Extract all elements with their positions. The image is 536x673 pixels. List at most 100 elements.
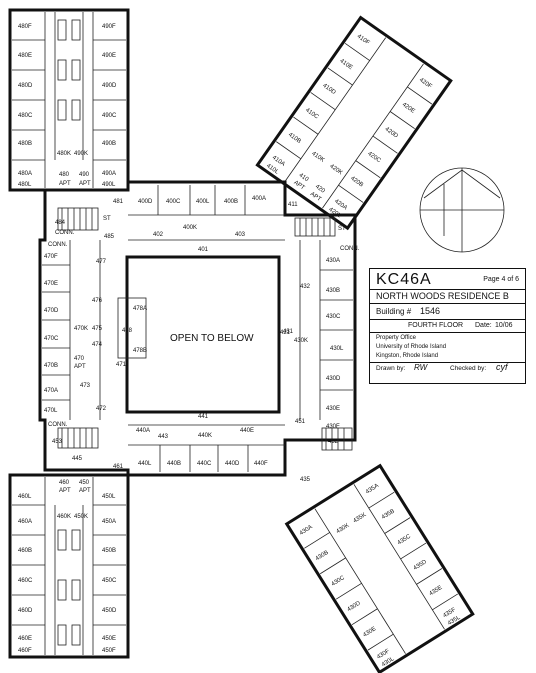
room-label: 481 xyxy=(113,199,124,205)
room-label: CONN. xyxy=(48,242,68,248)
room-label: 450A xyxy=(102,519,116,525)
room-label: 410K xyxy=(310,151,325,164)
room-label: 474 xyxy=(92,342,103,348)
room-label: 490L xyxy=(102,182,116,188)
room-label: 453 xyxy=(52,439,63,445)
title-block: KC46A Page 4 of 6 NORTH WOODS RESIDENCE … xyxy=(369,268,526,384)
room-label: 452 xyxy=(328,439,339,445)
room-label: 420E xyxy=(401,102,416,115)
room-label: 430E xyxy=(362,626,377,639)
room-label: CONN. xyxy=(55,230,75,236)
room-label: 484 xyxy=(55,220,66,226)
room-label: 490 xyxy=(79,172,90,178)
page-number: Page 4 of 6 xyxy=(483,276,519,283)
room-label: 430K xyxy=(294,338,308,344)
room-label: 443 xyxy=(158,434,169,440)
ne-wing: 410F 410E 410D 410C 410B 410A 410L 420F … xyxy=(255,15,453,231)
checked-by: cyf xyxy=(496,362,508,372)
room-label: 460D xyxy=(18,608,33,614)
room-label: 470K xyxy=(74,326,88,332)
room-label: 430C xyxy=(326,314,341,320)
room-label: 440C xyxy=(197,461,212,467)
room-label: 435C xyxy=(397,533,413,546)
room-label: 470L xyxy=(44,408,58,414)
room-label: 490B xyxy=(102,141,116,147)
room-label: 461 xyxy=(113,464,124,470)
room-label: 480K xyxy=(57,151,71,157)
nw-wing: 480F 480E 480D 480C 480B 480A 480L 490F … xyxy=(8,8,130,192)
room-label: 450D xyxy=(102,608,117,614)
room-label: 470D xyxy=(44,308,59,314)
room-label: 450B xyxy=(102,548,116,554)
room-label: 441 xyxy=(198,414,209,420)
room-label: 430L xyxy=(330,346,344,352)
room-label: APT xyxy=(59,488,71,494)
stair-nw xyxy=(57,207,99,231)
room-label: 430F xyxy=(326,424,340,430)
room-label: 470B xyxy=(44,363,58,369)
room-label: 440A xyxy=(136,428,150,434)
room-label: 431 xyxy=(283,329,294,335)
room-label: 400C xyxy=(166,199,181,205)
room-label: 450K xyxy=(74,514,88,520)
building-number-label: Building # xyxy=(376,307,412,316)
room-label: 440K xyxy=(198,433,212,439)
room-label: 440L xyxy=(138,461,152,467)
room-label: 435 xyxy=(300,477,311,483)
room-label: 480B xyxy=(18,141,32,147)
date-label: Date: xyxy=(475,322,492,329)
room-label: 450L xyxy=(102,494,116,500)
room-label: 472 xyxy=(96,406,107,412)
building-number: 1546 xyxy=(420,306,441,316)
stair-sw xyxy=(57,427,99,449)
room-label: 490K xyxy=(74,151,88,157)
room-label: APT xyxy=(309,191,322,203)
room-label: 402 xyxy=(153,232,164,238)
central-block: 400D 400C 400L 400B 400A 400K 402 403 40… xyxy=(38,180,360,483)
room-label: 475 xyxy=(92,326,103,332)
owner-line: Property Office xyxy=(376,335,416,341)
room-label: 460C xyxy=(18,578,33,584)
room-label: 470A xyxy=(44,388,58,394)
room-label: 450 xyxy=(79,480,90,486)
room-label: 435A xyxy=(365,483,380,496)
room-label: 470F xyxy=(44,254,58,260)
room-label: 490C xyxy=(102,113,117,119)
building-name: NORTH WOODS RESIDENCE B xyxy=(376,291,509,301)
room-label: 435K xyxy=(352,512,367,525)
room-label: 432 xyxy=(300,284,311,290)
room-label: 435E xyxy=(428,585,443,598)
room-label: ST xyxy=(103,216,111,222)
stair-se xyxy=(321,427,353,451)
room-label: 430C xyxy=(330,575,346,588)
owner-line: Kingston, Rhode Island xyxy=(376,353,439,359)
room-label: 401 xyxy=(198,247,209,253)
room-label: APT xyxy=(292,180,305,192)
room-label: 430B xyxy=(315,550,330,563)
room-label: 473 xyxy=(80,383,91,389)
checked-by-label: Checked by: xyxy=(450,365,487,372)
room-label: 410 xyxy=(298,172,310,183)
room-label: APT xyxy=(59,181,71,187)
open-to-below-label: OPEN TO BELOW xyxy=(170,333,254,344)
north-arrow-icon xyxy=(419,167,505,253)
room-label: 460A xyxy=(18,519,32,525)
room-label: 471 xyxy=(116,362,127,368)
room-label: 403 xyxy=(235,232,246,238)
stair-ne xyxy=(294,217,336,237)
sheet-code: KC46A xyxy=(376,271,432,288)
room-label: 410B xyxy=(287,132,302,145)
room-label: 430A xyxy=(299,524,314,537)
room-label: 460F xyxy=(18,648,32,654)
room-label: 420B xyxy=(349,176,364,189)
room-label: CONN. xyxy=(48,422,68,428)
room-label: 480 xyxy=(59,172,70,178)
room-label: 476 xyxy=(92,298,103,304)
room-label: 478 xyxy=(122,328,133,334)
room-label: 445 xyxy=(72,456,83,462)
room-label: 420K xyxy=(328,163,343,176)
room-label: 430K xyxy=(335,523,350,536)
room-label: 421 xyxy=(280,330,291,336)
room-label: 460 xyxy=(59,480,70,486)
